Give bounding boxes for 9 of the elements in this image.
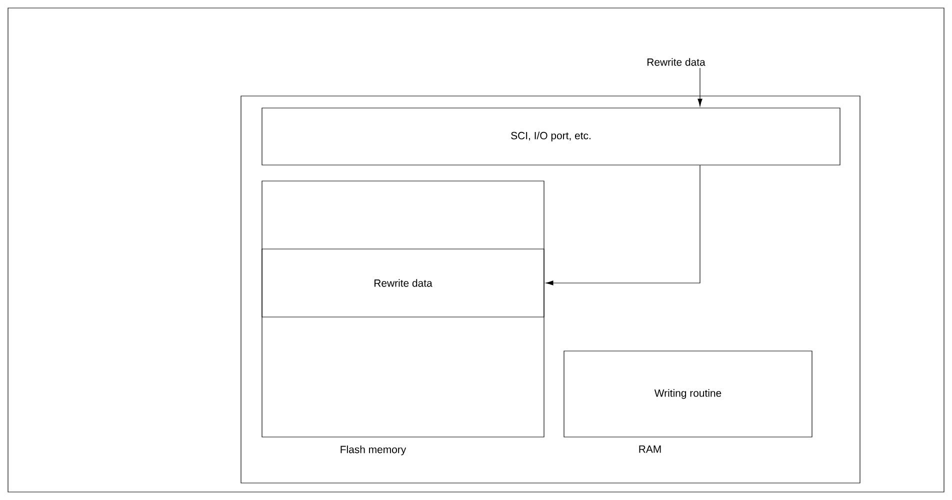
arrow — [546, 165, 700, 286]
memory-band: Rewrite data — [262, 248, 544, 318]
interface-box: SCI, I/O port, etc. — [262, 108, 840, 166]
memory-box: Writing routine — [564, 350, 812, 438]
box-caption: Flash memory — [340, 446, 406, 456]
arrow — [698, 68, 702, 106]
chip-box — [240, 96, 860, 484]
label-text: Rewrite data — [648, 58, 706, 66]
box-caption: RAM — [639, 446, 661, 453]
